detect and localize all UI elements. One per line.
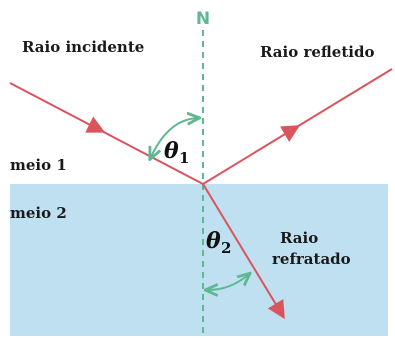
incident-ray-label: Raio incidente — [22, 38, 144, 56]
theta2-symbol: θ — [206, 228, 221, 254]
theta2-subscript: 2 — [221, 239, 231, 257]
incident-ray — [9, 82, 204, 185]
refracted-ray-label-line2: refratado — [272, 250, 351, 268]
incident-ray-arrow — [85, 116, 106, 133]
medium-2-region — [10, 184, 388, 336]
theta1-subscript: 1 — [179, 149, 189, 167]
refracted-ray — [202, 183, 285, 320]
reflected-ray-arrow — [280, 125, 301, 143]
theta2-angle-arc — [208, 275, 248, 290]
normal-label: N — [196, 9, 210, 29]
theta1-symbol: θ — [164, 138, 179, 164]
refracted-ray-label-line1: Raio — [280, 229, 318, 247]
theta1-angle-arc — [151, 118, 197, 157]
reflected-ray-label: Raio refletido — [260, 43, 374, 61]
medium-2-label: meio 2 — [10, 204, 67, 222]
reflected-ray — [202, 68, 393, 185]
medium-1-label: meio 1 — [10, 156, 67, 174]
